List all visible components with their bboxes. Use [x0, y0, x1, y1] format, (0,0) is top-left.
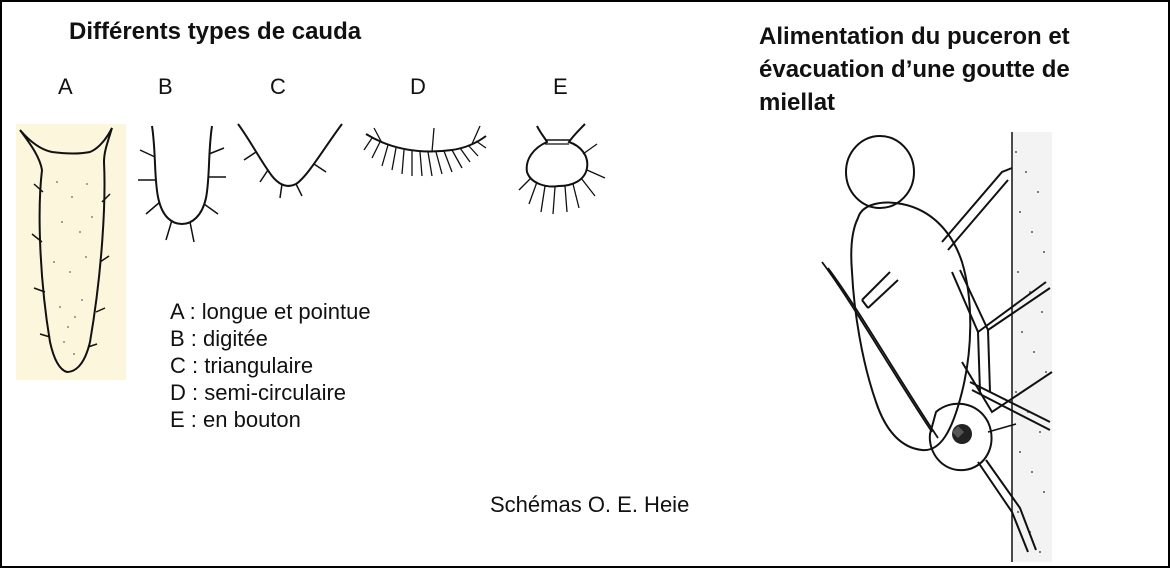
cauda-b-drawing: [132, 122, 232, 262]
cauda-e-drawing: [507, 120, 617, 220]
legend-item-c: C : triangulaire: [170, 352, 371, 379]
feeding-title-line-3: miellat: [759, 86, 1159, 119]
cauda-letter-b: B: [158, 74, 173, 100]
feeding-title-line-1: Alimentation du puceron et: [759, 20, 1159, 53]
cauda-d-drawing: [362, 120, 492, 190]
cauda-a-drawing: [12, 122, 132, 382]
aphid-feeding-drawing: [802, 132, 1072, 562]
legend-item-d: D : semi-circulaire: [170, 379, 371, 406]
legend-item-e: E : en bouton: [170, 406, 371, 433]
legend-item-b: B : digitée: [170, 325, 371, 352]
plant-stem: [1012, 132, 1052, 562]
cauda-letter-c: C: [270, 74, 286, 100]
cauda-letter-a: A: [58, 74, 73, 100]
honeydew-droplet: [846, 136, 914, 208]
cauda-legend: A : longue et pointue B : digitée C : tr…: [170, 298, 371, 433]
feeding-title: Alimentation du puceron et évacuation d’…: [759, 20, 1159, 119]
aphid-body: [851, 203, 970, 451]
credit-text: Schémas O. E. Heie: [490, 492, 689, 518]
cauda-letter-e: E: [553, 74, 568, 100]
cauda-c-drawing: [232, 120, 352, 220]
cauda-types-title: Différents types de cauda: [69, 18, 361, 46]
cauda-letter-d: D: [410, 74, 426, 100]
legend-item-a: A : longue et pointue: [170, 298, 371, 325]
feeding-title-line-2: évacuation d’une goutte de: [759, 53, 1159, 86]
